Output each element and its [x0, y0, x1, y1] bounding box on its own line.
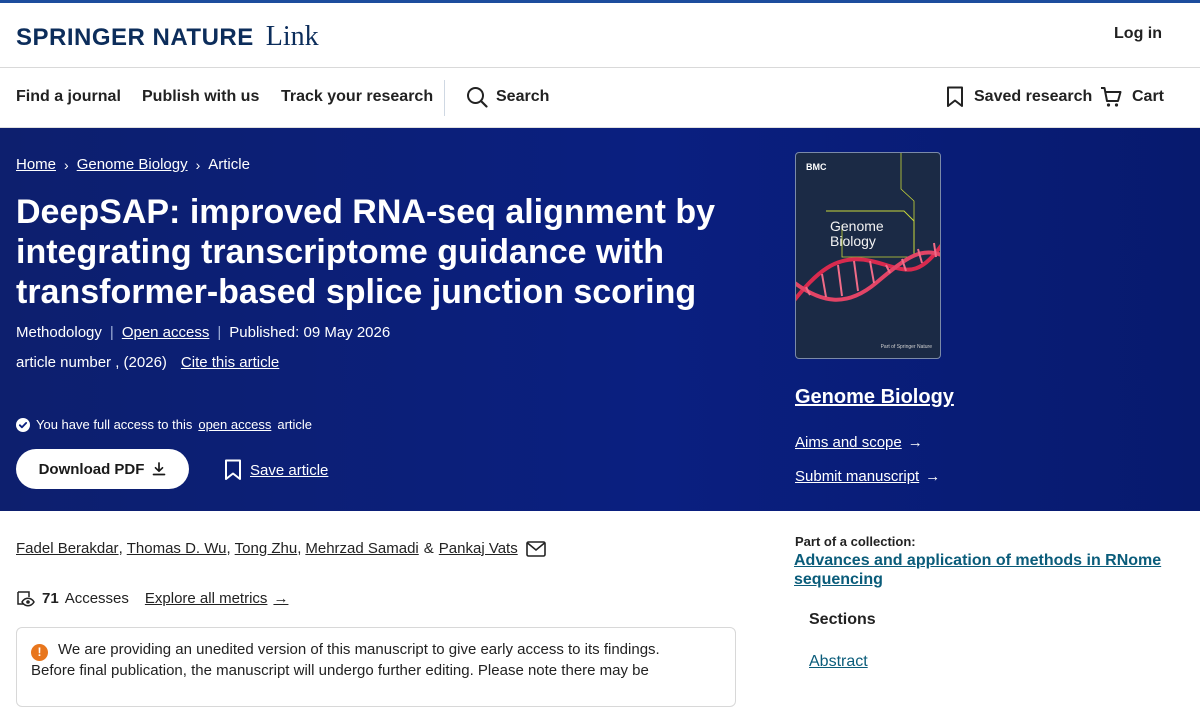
author-link[interactable]: Pankaj Vats — [438, 540, 518, 557]
arrow-right-icon: → — [907, 434, 923, 451]
chevron-right-icon: › — [195, 156, 201, 173]
cover-footer: Part of Springer Nature — [880, 344, 932, 350]
author-list: Fadel Berakdar, Thomas D. Wu, Tong Zhu, … — [16, 540, 546, 557]
article-citation-row: article number , (2026) Cite this articl… — [16, 354, 279, 371]
accesses-count: 71 — [42, 589, 59, 607]
breadcrumb-home[interactable]: Home — [16, 156, 57, 173]
published-date: Published: 09 May 2026 — [229, 324, 391, 341]
article-meta: Methodology | Open access | Published: 0… — [16, 324, 390, 341]
check-circle-icon — [16, 417, 30, 432]
article-metrics: 71 Accesses Explore all metrics → — [16, 588, 288, 608]
login-link[interactable]: Log in — [1114, 25, 1162, 42]
meta-divider: | — [217, 324, 222, 341]
open-access-link[interactable]: Open access — [121, 324, 210, 341]
collection-link[interactable]: Advances and application of methods in R… — [794, 552, 1162, 588]
aims-scope-link[interactable]: Aims and scope → — [795, 434, 923, 451]
search-icon — [467, 87, 488, 108]
title-line: integrating transcriptome guidance with — [16, 233, 664, 271]
title-line: transformer-based splice junction scorin… — [16, 273, 697, 311]
notice-line: Before final publication, the manuscript… — [31, 661, 649, 679]
title-line: DeepSAP: improved RNA-seq alignment by — [16, 193, 716, 231]
accesses-label: Accesses — [64, 589, 129, 607]
download-icon — [153, 462, 166, 476]
breadcrumb: Home › Genome Biology › Article — [16, 156, 250, 173]
arrow-right-icon: → — [925, 468, 941, 485]
breadcrumb-current: Article — [208, 156, 250, 173]
download-pdf-button[interactable]: Download PDF — [16, 449, 189, 489]
unedited-manuscript-notice: ! We are providing an unedited version of… — [16, 627, 736, 707]
nav-cart[interactable]: Cart — [1100, 86, 1164, 108]
cover-artwork — [796, 153, 940, 302]
top-header: SPRINGER NATURE Link Log in — [0, 0, 1200, 68]
bookmark-icon — [947, 86, 963, 107]
article-type: Methodology — [16, 324, 102, 341]
cover-bmc-badge: BMC — [806, 162, 827, 172]
submit-manuscript-label: Submit manuscript — [795, 468, 920, 485]
cite-article-link[interactable]: Cite this article — [180, 354, 280, 371]
access-note-suffix: article — [277, 417, 313, 432]
cover-title-line: Biology — [830, 233, 876, 249]
save-article-button[interactable]: Save article — [224, 459, 328, 481]
author-link[interactable]: Mehrzad Samadi — [305, 540, 419, 557]
explore-metrics-label: Explore all metrics — [144, 589, 268, 607]
article-hero: Home › Genome Biology › Article DeepSAP:… — [0, 128, 1200, 511]
warning-icon: ! — [31, 643, 48, 661]
arrow-right-icon: → — [273, 589, 289, 607]
notice-text: We are providing an unedited version of … — [58, 641, 660, 658]
nav-saved-research[interactable]: Saved research — [946, 86, 1092, 108]
save-article-label: Save article — [250, 461, 329, 479]
logo-brand-text: SPRINGER NATURE — [16, 24, 254, 51]
email-icon[interactable] — [525, 540, 546, 557]
main-nav: Find a journal Publish with us Track you… — [0, 68, 1200, 128]
meta-divider: | — [109, 324, 114, 341]
nav-search-button[interactable]: Search — [466, 86, 549, 108]
nav-publish-with-us[interactable]: Publish with us — [142, 88, 260, 105]
cover-title-line: Genome — [830, 218, 884, 234]
author-link[interactable]: Thomas D. Wu — [126, 540, 227, 557]
notice-line: ! We are providing an unedited version of… — [31, 640, 721, 661]
accesses-eye-icon — [17, 591, 35, 607]
access-note: You have full access to this open access… — [16, 417, 312, 432]
section-link-abstract[interactable]: Abstract — [809, 653, 868, 670]
cart-label: Cart — [1132, 88, 1165, 105]
nav-divider — [444, 80, 445, 116]
explore-metrics-link[interactable]: Explore all metrics → — [145, 590, 289, 607]
chevron-right-icon: › — [64, 156, 69, 173]
article-number: article number , (2026) — [16, 354, 167, 371]
journal-cover[interactable]: BMC Genome Biology Part of Springer Natu… — [795, 152, 941, 359]
collection-heading: Part of a collection: — [795, 534, 916, 549]
nav-find-journal[interactable]: Find a journal — [16, 88, 121, 105]
download-pdf-label: Download PDF — [38, 460, 145, 478]
journal-name-link[interactable]: Genome Biology — [795, 386, 954, 408]
access-note-link[interactable]: open access — [198, 417, 272, 432]
article-title: DeepSAP: improved RNA-seq alignment by i… — [16, 192, 756, 312]
search-label: Search — [496, 88, 550, 105]
cart-icon — [1101, 87, 1122, 107]
access-note-prefix: You have full access to this — [36, 417, 193, 432]
submit-manuscript-link[interactable]: Submit manuscript → — [795, 468, 940, 485]
breadcrumb-journal[interactable]: Genome Biology — [76, 156, 188, 173]
author-link[interactable]: Fadel Berakdar — [16, 540, 119, 557]
springer-nature-link-logo[interactable]: SPRINGER NATURE Link — [16, 21, 319, 53]
sections-heading: Sections — [809, 611, 876, 628]
author-link[interactable]: Tong Zhu — [234, 540, 298, 557]
logo-link-text: Link — [265, 21, 319, 52]
nav-track-research[interactable]: Track your research — [281, 88, 434, 105]
bookmark-icon — [225, 459, 241, 480]
cover-journal-title: Genome Biology — [830, 219, 884, 249]
aims-scope-label: Aims and scope — [795, 434, 902, 451]
saved-research-label: Saved research — [974, 88, 1093, 105]
